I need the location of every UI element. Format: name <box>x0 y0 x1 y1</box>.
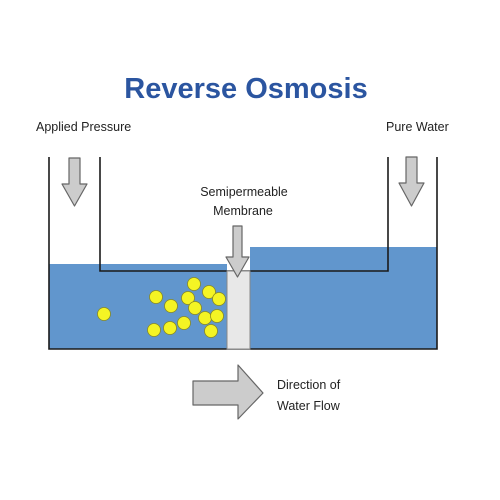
flow-label-line2: Water Flow <box>277 399 341 413</box>
solute-particles <box>97 277 226 338</box>
right-water <box>250 247 437 349</box>
solute-particle <box>204 324 218 338</box>
membrane-label-line2: Membrane <box>213 204 273 218</box>
water-flow-arrow-icon <box>192 364 264 420</box>
applied-pressure-label: Applied Pressure <box>36 120 131 134</box>
applied-pressure-arrow-icon <box>61 157 88 207</box>
solute-particle <box>181 291 195 305</box>
pure-water-label: Pure Water <box>386 120 449 134</box>
solute-particle <box>187 277 201 291</box>
membrane-pointer-arrow-icon <box>225 225 250 278</box>
flow-label-line1: Direction of <box>277 378 341 392</box>
solute-particle <box>212 292 226 306</box>
solute-particle <box>97 307 111 321</box>
membrane-label-line1: Semipermeable <box>200 185 288 199</box>
pure-water-arrow-icon <box>398 156 425 207</box>
solute-particle <box>147 323 161 337</box>
semipermeable-membrane <box>226 270 251 350</box>
solute-particle <box>177 316 191 330</box>
solute-particle <box>149 290 163 304</box>
solute-particle <box>164 299 178 313</box>
diagram-title: Reverse Osmosis <box>124 73 367 105</box>
solute-particle <box>163 321 177 335</box>
solute-particle <box>210 309 224 323</box>
solute-particle <box>198 311 212 325</box>
solute-particle <box>188 301 202 315</box>
solute-particle <box>202 285 216 299</box>
